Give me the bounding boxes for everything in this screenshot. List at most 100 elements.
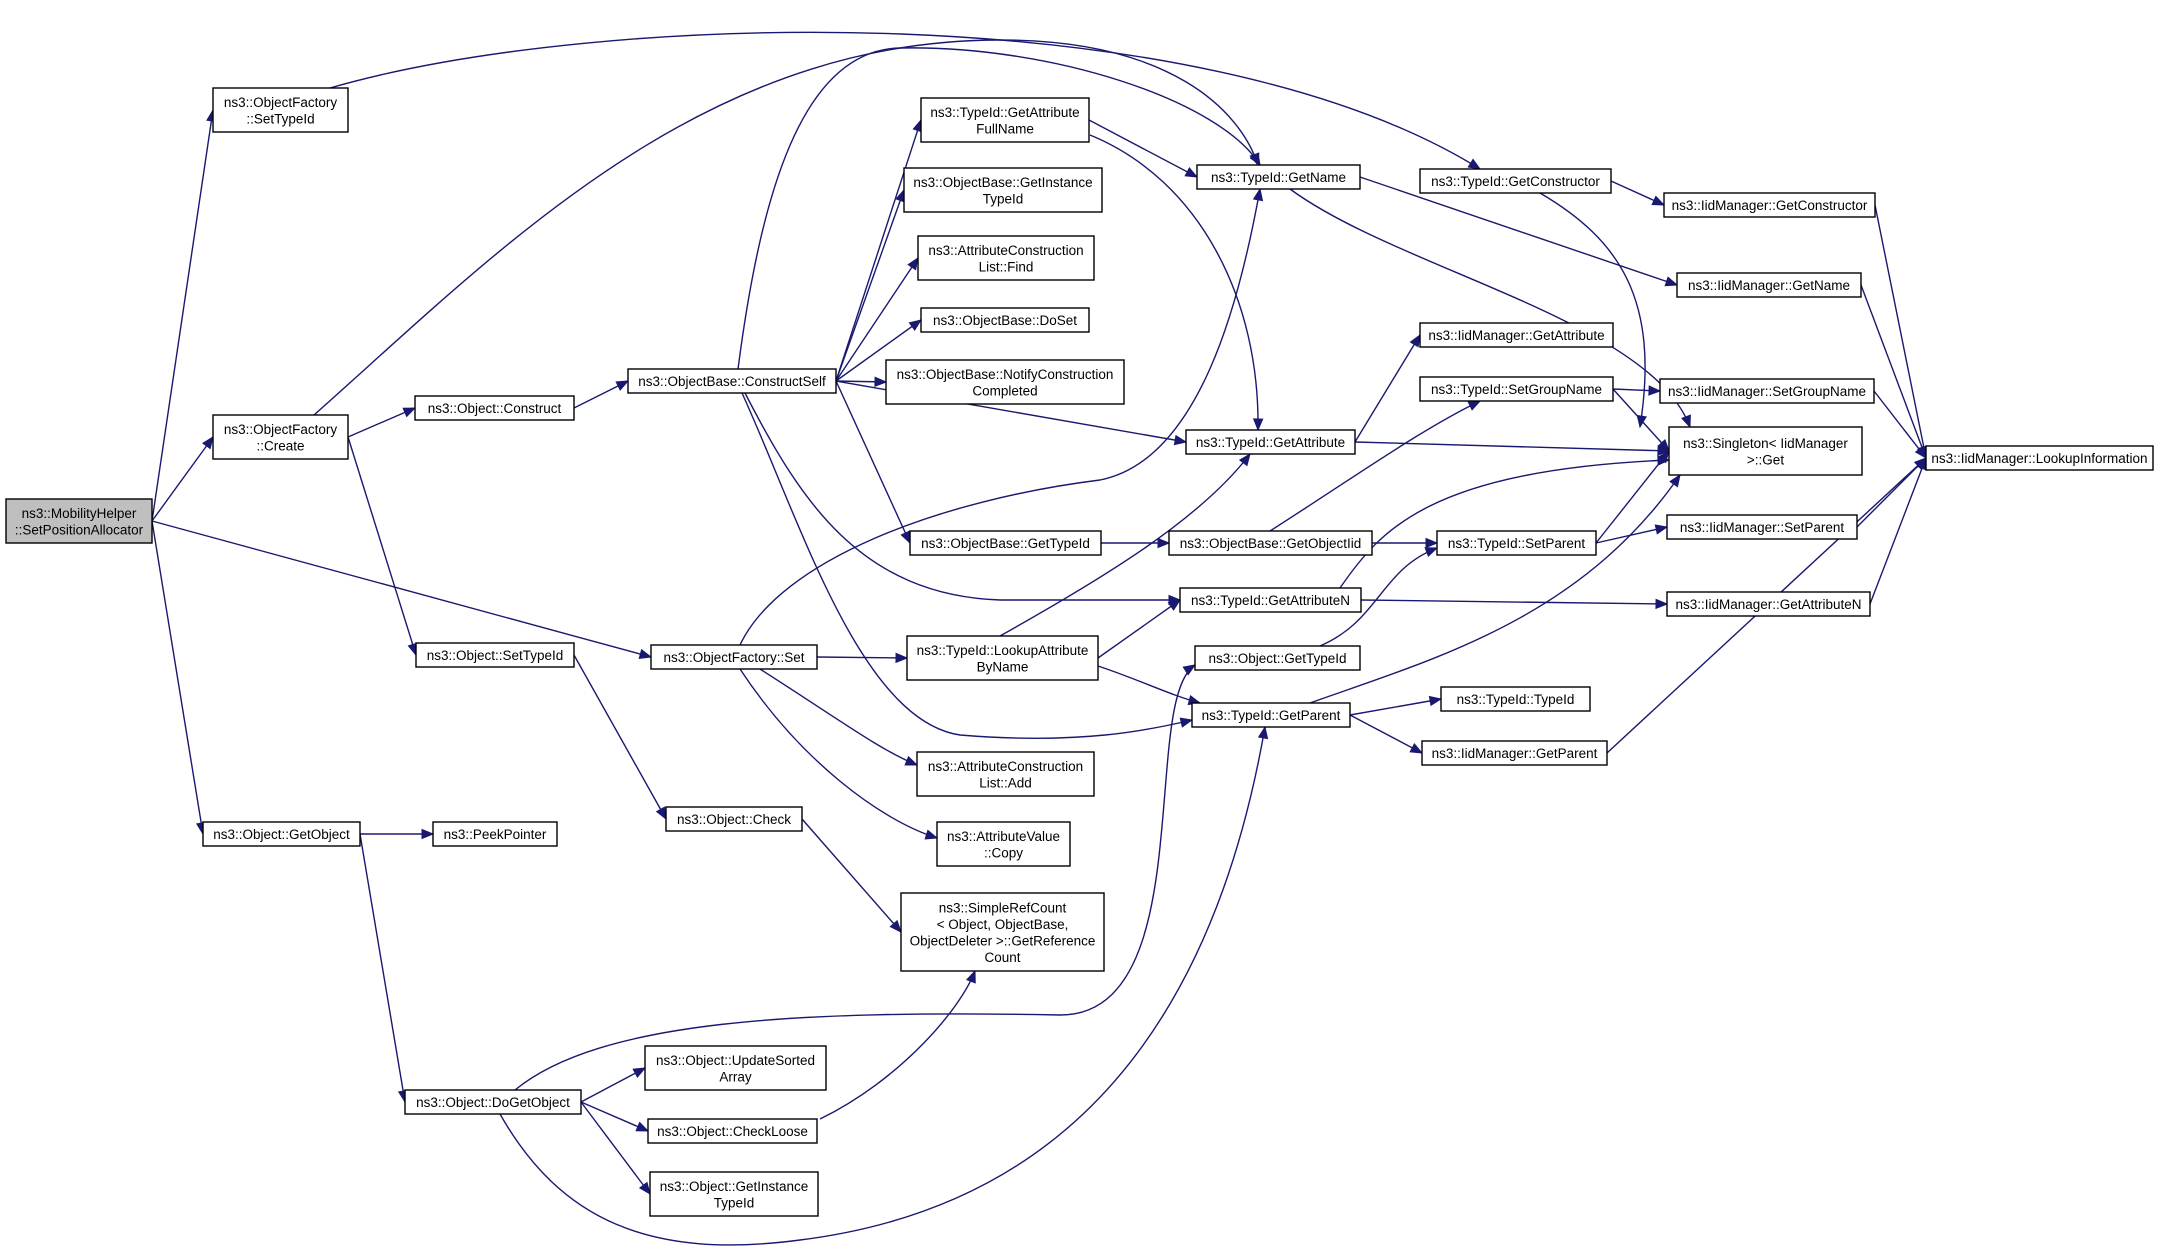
node-ob-constructself[interactable]: ns3::ObjectBase::ConstructSelf xyxy=(627,368,837,394)
node-obj-settypeid[interactable]: ns3::Object::SetTypeId xyxy=(415,642,575,668)
arrowhead-tid_getconstructor-to-iid_getconstructor xyxy=(1651,195,1666,206)
node-iid-getattributen[interactable]: ns3::IidManager::GetAttributeN xyxy=(1666,591,1871,617)
edge-of_set-to-tid_lookupattr xyxy=(816,656,908,659)
node-label: ns3::ObjectBase::ConstructSelf xyxy=(638,374,826,389)
node-box xyxy=(1185,429,1356,455)
node-tid-getattribute[interactable]: ns3::TypeId::GetAttribute xyxy=(1185,429,1356,455)
arrowhead-of_set-to-tid_lookupattr xyxy=(895,652,909,664)
arrowhead-ob_constructself-to-ob_notify xyxy=(874,376,888,388)
node-ob-getobjectiid[interactable]: ns3::ObjectBase::GetObjectIid xyxy=(1168,530,1373,556)
arrowhead-obj_dogetobject-to-obj_checkloose xyxy=(635,1121,650,1132)
node-iid-setgroupname[interactable]: ns3::IidManager::SetGroupName xyxy=(1659,378,1875,404)
node-box xyxy=(404,1089,582,1115)
node-label: ns3::TypeId::LookupAttribute xyxy=(917,643,1089,658)
edge-root-to-obj_getobject xyxy=(151,520,204,835)
node-tid-getconstructor[interactable]: ns3::TypeId::GetConstructor xyxy=(1419,168,1612,194)
node-label: ns3::IidManager::LookupInformation xyxy=(1931,451,2147,466)
arrowhead-tid_getattrfullname-to-tid_getattribute xyxy=(1252,418,1264,432)
edge-tid_getname-to-iid_getname xyxy=(1359,176,1678,286)
node-simplerefcount[interactable]: ns3::SimpleRefCount< Object, ObjectBase,… xyxy=(900,892,1105,972)
node-box xyxy=(1179,587,1362,613)
node-obj-dogetobject[interactable]: ns3::Object::DoGetObject xyxy=(404,1089,582,1115)
edge-obj_gettypeid-to-tid_setparent xyxy=(1319,547,1438,647)
edge-obj_settypeid-to-obj_check xyxy=(573,654,667,820)
node-iid-getname[interactable]: ns3::IidManager::GetName xyxy=(1676,272,1862,298)
node-tid-setgroupname[interactable]: ns3::TypeId::SetGroupName xyxy=(1419,376,1614,402)
node-ob-gettypeid[interactable]: ns3::ObjectBase::GetTypeId xyxy=(909,530,1102,556)
edge-root-to-of_settypeid xyxy=(151,109,214,522)
node-box xyxy=(202,821,361,847)
node-tid-getparent[interactable]: ns3::TypeId::GetParent xyxy=(1191,702,1351,728)
node-tid-getattributen[interactable]: ns3::TypeId::GetAttributeN xyxy=(1179,587,1362,613)
node-label: ns3::Object::GetTypeId xyxy=(1208,651,1346,666)
node-obj-gettypeid[interactable]: ns3::Object::GetTypeId xyxy=(1194,645,1361,671)
arrowhead-obj_checkloose-to-simplerefcount xyxy=(965,969,976,984)
node-label: ns3::ObjectFactory xyxy=(224,422,338,437)
arrowhead-root-to-of_create xyxy=(201,435,214,450)
node-box xyxy=(1666,591,1871,617)
node-iid-getconstructor[interactable]: ns3::IidManager::GetConstructor xyxy=(1663,192,1876,218)
node-of-set[interactable]: ns3::ObjectFactory::Set xyxy=(650,644,818,670)
edge-ob_constructself-to-tid_getparent xyxy=(741,392,1193,739)
node-label: ::SetTypeId xyxy=(246,111,314,126)
node-tid-setparent[interactable]: ns3::TypeId::SetParent xyxy=(1436,530,1597,556)
node-of-settypeid[interactable]: ns3::ObjectFactory::SetTypeId xyxy=(212,87,349,133)
node-iid-setparent[interactable]: ns3::IidManager::SetParent xyxy=(1666,514,1858,540)
edge-tid_getattrfullname-to-tid_getattribute xyxy=(1089,134,1259,431)
arrowhead-obj_getobject-to-peekpointer xyxy=(421,828,435,840)
node-tid-typeid[interactable]: ns3::TypeId::TypeId xyxy=(1440,686,1591,712)
node-label: ns3::ObjectFactory::Set xyxy=(663,650,804,665)
edge-tid_getattributen-to-iid_getattributen xyxy=(1360,599,1668,605)
arrowhead-tid_getattribute-to-iid_getattribute xyxy=(1409,333,1421,348)
node-iid-lookupinfo[interactable]: ns3::IidManager::LookupInformation xyxy=(1925,445,2154,471)
edge-ob_constructself-to-tid_getattrfullname xyxy=(835,119,922,382)
node-tid-getname[interactable]: ns3::TypeId::GetName xyxy=(1196,164,1361,190)
arrowhead-of_create-to-obj_construct xyxy=(402,407,417,418)
node-label: TypeId xyxy=(714,1195,755,1210)
arrowhead-ob_getobjectiid-to-tid_setparent xyxy=(1425,537,1439,549)
node-peekpointer[interactable]: ns3::PeekPointer xyxy=(432,821,558,847)
node-obj-checkloose[interactable]: ns3::Object::CheckLoose xyxy=(647,1118,818,1144)
node-av-copy[interactable]: ns3::AttributeValue::Copy xyxy=(936,821,1071,867)
edge-ob_constructself-to-acl_find xyxy=(835,257,919,382)
arrowhead-tid_lookupattr-to-tid_getattribute xyxy=(1238,452,1251,467)
node-obj-getobject[interactable]: ns3::Object::GetObject xyxy=(202,821,361,847)
edge-of_create-to-obj_settypeid xyxy=(347,436,417,656)
arrowhead-ob_constructself-to-ob_doset xyxy=(908,319,923,331)
node-label: ::SetPositionAllocator xyxy=(15,522,144,537)
edge-of_set-to-acl_add xyxy=(759,668,918,766)
node-ob-doset[interactable]: ns3::ObjectBase::DoSet xyxy=(920,307,1090,333)
node-obj-check[interactable]: ns3::Object::Check xyxy=(665,806,803,832)
node-label: ns3::AttributeConstruction xyxy=(928,243,1083,258)
node-label: List::Find xyxy=(979,259,1034,274)
node-box xyxy=(644,1045,827,1091)
node-label: Count xyxy=(984,950,1020,965)
node-box xyxy=(1659,378,1875,404)
node-label: ns3::TypeId::GetAttribute xyxy=(930,105,1079,120)
node-iid-getattribute[interactable]: ns3::IidManager::GetAttribute xyxy=(1419,322,1614,348)
node-label: List::Add xyxy=(979,775,1032,790)
node-iid-getparent[interactable]: ns3::IidManager::GetParent xyxy=(1421,740,1608,766)
node-label: ns3::TypeId::GetParent xyxy=(1202,708,1341,723)
arrowhead-tid_setgroupname-to-iid_setgroupname xyxy=(1648,385,1662,396)
edge-tid_getparent-to-tid_typeid xyxy=(1349,698,1442,716)
edge-ob_constructself-to-ob_gettypeid xyxy=(835,380,911,544)
edge-obj_dogetobject-to-obj_checkloose xyxy=(580,1101,649,1132)
node-label: < Object, ObjectBase, xyxy=(937,917,1069,932)
node-of-create[interactable]: ns3::ObjectFactory::Create xyxy=(212,414,349,460)
node-ob-notify[interactable]: ns3::ObjectBase::NotifyConstructionCompl… xyxy=(885,359,1125,405)
node-root[interactable]: ns3::MobilityHelper::SetPositionAllocato… xyxy=(5,498,153,544)
node-obj-construct[interactable]: ns3::Object::Construct xyxy=(414,395,575,421)
edge-obj_dogetobject-to-obj_updatesorted xyxy=(580,1067,646,1103)
arrowhead-ob_constructself-to-acl_find xyxy=(907,256,919,271)
arrowhead-tid_getparent-to-singleton_get xyxy=(1669,473,1681,488)
edge-tid_getattribute-to-singleton_get xyxy=(1354,441,1670,452)
node-singleton-get[interactable]: ns3::Singleton< IidManager>::Get xyxy=(1668,426,1863,476)
